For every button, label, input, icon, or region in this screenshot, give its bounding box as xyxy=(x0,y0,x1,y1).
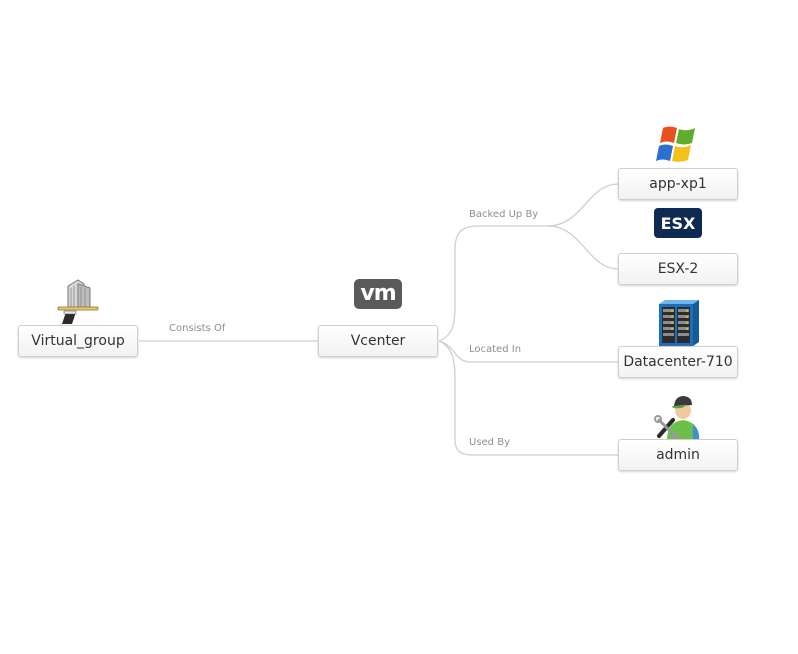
node-datacenter-710[interactable]: Datacenter-710 xyxy=(618,346,738,378)
edge-label-consists-of: Consists Of xyxy=(169,323,226,334)
node-app-xp1[interactable]: app-xp1 xyxy=(618,168,738,200)
node-esx-2[interactable]: ESX-2 xyxy=(618,253,738,285)
server-rack-icon xyxy=(655,300,701,346)
link-backed-up-by xyxy=(438,225,548,342)
node-vcenter[interactable]: Vcenter xyxy=(318,325,438,357)
building-tray-icon xyxy=(54,278,102,326)
node-virtual-group[interactable]: Virtual_group xyxy=(18,325,138,357)
node-admin[interactable]: admin xyxy=(618,439,738,471)
admin-user-icon xyxy=(653,392,703,441)
link-located-in xyxy=(438,340,618,363)
esx-icon: ESX xyxy=(654,208,702,238)
edge-label-backed-up-by: Backed Up By xyxy=(469,209,539,220)
vmware-icon: vm xyxy=(354,279,402,309)
link-used-by xyxy=(438,340,618,456)
windows-logo-icon xyxy=(655,124,703,166)
edge-label-used-by: Used By xyxy=(469,437,510,448)
edge-label-located-in: Located In xyxy=(469,344,522,355)
link-backed-up-by-app-xp1 xyxy=(547,183,619,227)
link-backed-up-by-esx-2 xyxy=(547,225,619,270)
